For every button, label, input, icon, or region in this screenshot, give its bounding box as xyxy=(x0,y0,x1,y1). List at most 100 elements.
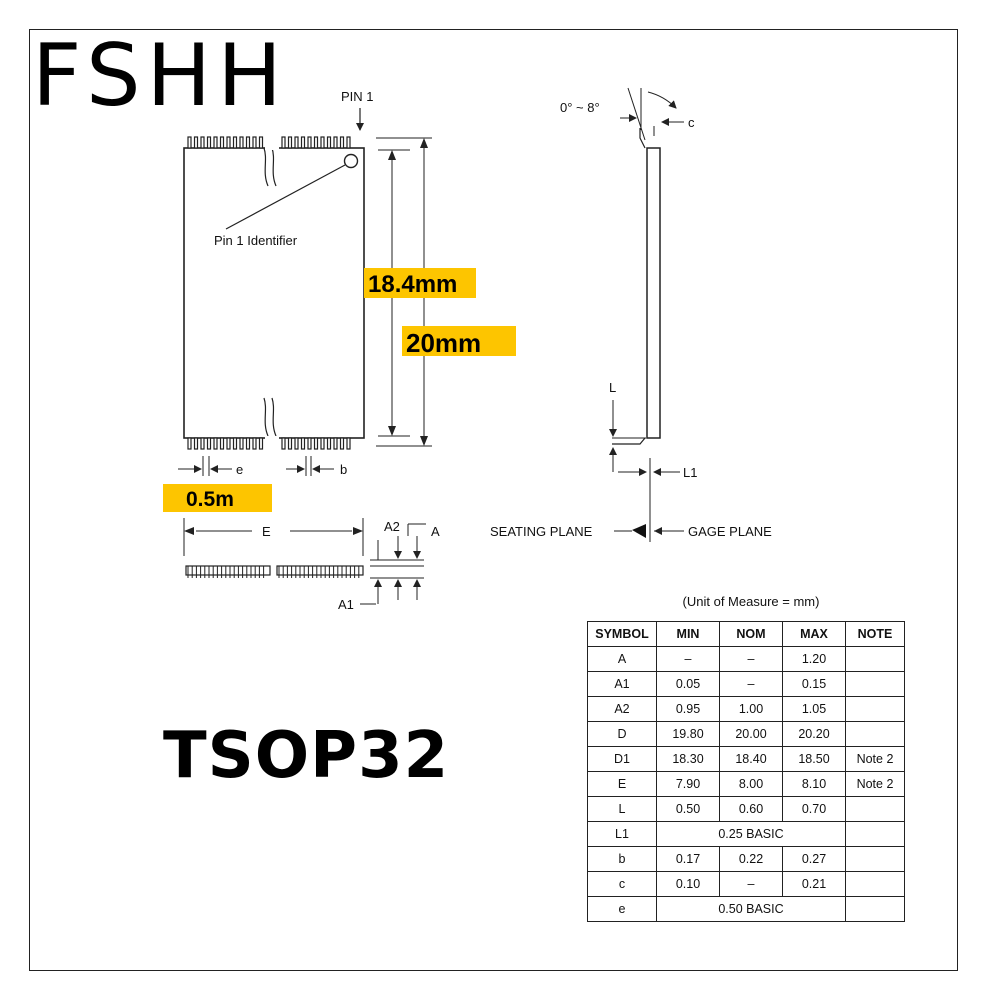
pin xyxy=(219,136,225,149)
pin1-leader-line xyxy=(225,164,346,230)
pin xyxy=(300,437,306,450)
pin xyxy=(252,437,257,450)
pin xyxy=(200,437,205,450)
cell-min: – xyxy=(656,646,720,672)
cell-nom: 18.40 xyxy=(719,746,783,772)
pin xyxy=(219,437,225,450)
cell-min: 19.80 xyxy=(656,721,720,747)
A-label: A xyxy=(431,524,440,539)
d-value: 20mm xyxy=(406,328,481,358)
end-view-body-left xyxy=(185,565,271,576)
cell-symbol: e xyxy=(587,896,657,922)
pin xyxy=(307,136,312,149)
cell-note xyxy=(845,671,905,697)
cell-span: 0.50 BASIC xyxy=(656,896,846,922)
length-dimensions: 18.4mm 20mm xyxy=(364,137,516,447)
pin xyxy=(239,136,244,149)
cell-nom: – xyxy=(719,646,783,672)
pin xyxy=(320,437,325,450)
cell-min: 0.17 xyxy=(656,846,720,872)
pin xyxy=(239,437,244,450)
cell-symbol: A1 xyxy=(587,671,657,697)
cell-symbol: A xyxy=(587,646,657,672)
pin xyxy=(320,136,325,149)
header-note: NOTE xyxy=(845,621,905,647)
outer-frame xyxy=(29,29,958,971)
pin xyxy=(346,437,351,450)
cell-note xyxy=(845,871,905,897)
E-label: E xyxy=(262,524,271,539)
pin xyxy=(300,136,306,149)
end-view-body-right xyxy=(276,565,364,576)
cell-min: 0.05 xyxy=(656,671,720,697)
pin xyxy=(245,136,251,149)
cell-max: 0.70 xyxy=(782,796,846,822)
pin xyxy=(313,136,319,149)
d-highlight xyxy=(402,326,516,356)
pin xyxy=(232,437,238,450)
e-highlight xyxy=(163,484,272,512)
top-view: Pin 1 Identifier PIN 1 xyxy=(183,89,374,450)
pin xyxy=(281,136,286,149)
L-label: L xyxy=(609,380,616,395)
pin xyxy=(200,136,205,149)
top-pins xyxy=(187,136,351,149)
A1-label: A1 xyxy=(338,597,354,612)
cell-max: 0.27 xyxy=(782,846,846,872)
pin xyxy=(307,437,312,450)
cell-min: 0.10 xyxy=(656,871,720,897)
package-body-top-view xyxy=(183,147,365,439)
pin xyxy=(187,136,192,149)
L1-label: L1 xyxy=(683,465,697,480)
pin xyxy=(245,437,251,450)
pin xyxy=(258,136,264,149)
cell-max: 0.21 xyxy=(782,871,846,897)
cell-symbol: L1 xyxy=(587,821,657,847)
header-nom: NOM xyxy=(719,621,783,647)
e-label: e xyxy=(236,462,243,477)
pin xyxy=(333,437,338,450)
pin xyxy=(193,437,199,450)
b-label: b xyxy=(340,462,347,477)
pin xyxy=(206,136,212,149)
side-view-body xyxy=(646,147,661,439)
cell-max: 0.15 xyxy=(782,671,846,697)
pin xyxy=(287,437,293,450)
seating-plane-label: SEATING PLANE xyxy=(490,524,593,539)
pitch-dimensions: e b 0.5m xyxy=(163,456,347,512)
cell-note xyxy=(845,846,905,872)
cell-symbol: D xyxy=(587,721,657,747)
e-value: 0.5m xyxy=(186,488,234,511)
pin xyxy=(281,437,286,450)
header-max: MAX xyxy=(782,621,846,647)
d1-value: 18.4mm xyxy=(368,271,457,298)
cell-symbol: A2 xyxy=(587,696,657,722)
cell-span: 0.25 BASIC xyxy=(656,821,846,847)
cell-symbol: c xyxy=(587,871,657,897)
header-min: MIN xyxy=(656,621,720,647)
cell-min: 0.50 xyxy=(656,796,720,822)
cell-note xyxy=(845,721,905,747)
gage-plane-label: GAGE PLANE xyxy=(688,524,772,539)
cell-note xyxy=(845,696,905,722)
cell-symbol: L xyxy=(587,796,657,822)
cell-nom: 20.00 xyxy=(719,721,783,747)
cell-max: 1.05 xyxy=(782,696,846,722)
pin xyxy=(313,437,319,450)
header-symbol: SYMBOL xyxy=(587,621,657,647)
cell-note xyxy=(845,646,905,672)
unit-of-measure: (Unit of Measure = mm) xyxy=(682,594,820,609)
pin xyxy=(339,437,345,450)
cell-nom: – xyxy=(719,871,783,897)
pin1-identifier-dot xyxy=(343,153,359,169)
table-row: A––1.20 xyxy=(587,646,905,672)
cell-note: Note 2 xyxy=(845,746,905,772)
